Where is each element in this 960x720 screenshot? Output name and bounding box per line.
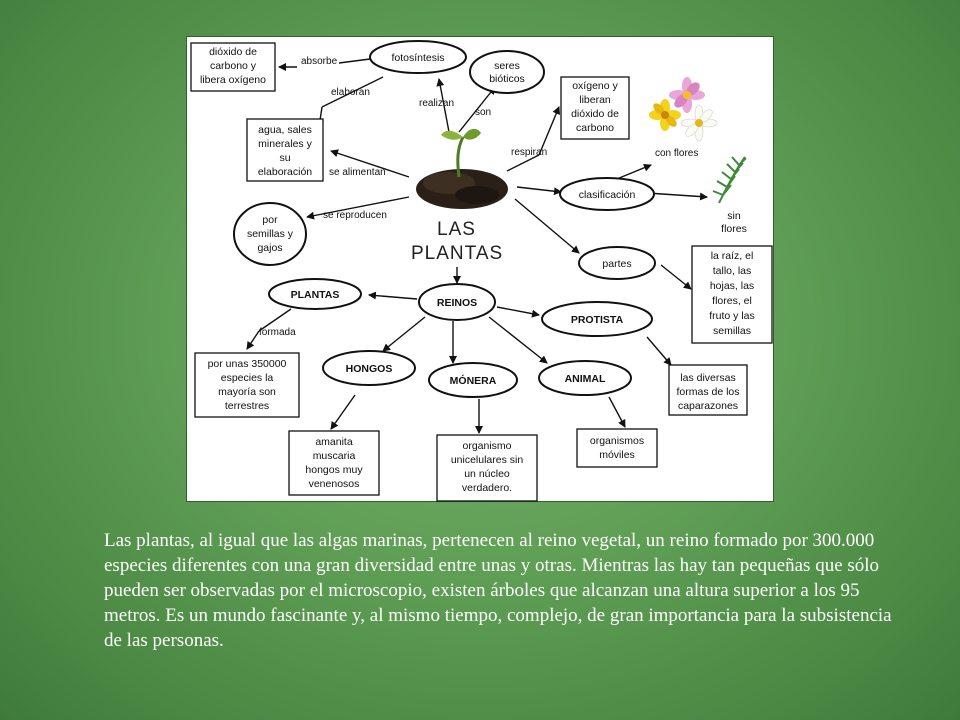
node-agua-line1: agua, sales [258, 124, 312, 136]
node-moviles-shape [576, 428, 658, 468]
node-agua-line4: elaboración [258, 166, 312, 178]
connector-lines [246, 58, 708, 434]
node-caparazones-shape [668, 364, 748, 416]
node-plantas-reino-shape [268, 278, 362, 310]
node-sinflores-line2: flores [721, 223, 747, 235]
node-protista-shape [541, 301, 653, 337]
node-dioxido-line3: libera oxígeno [200, 74, 266, 86]
link-se-alimentan: se alimentan [329, 167, 386, 178]
node-protista: PROTISTA [571, 314, 624, 326]
node-partes-list-line2: tallo, las [713, 265, 752, 277]
node-dioxido-line2: carbono y [210, 60, 257, 72]
node-hongos-shape [322, 350, 416, 386]
node-semillas-line1: por [262, 214, 278, 226]
node-fotosintesis: fotosíntesis [391, 52, 444, 64]
link-formada: formada [259, 327, 296, 338]
node-clasificacion-shape [559, 177, 655, 211]
node-partes: partes [602, 258, 631, 270]
node-dioxido-shape [190, 42, 276, 92]
node-animal: ANIMAL [565, 373, 606, 385]
node-amanita-shape [288, 430, 380, 496]
node-sinflores-line1: sin [727, 210, 741, 222]
node-amanita-line2: muscaria [313, 450, 356, 462]
node-monera-shape [428, 362, 518, 398]
node-formada-line2: especies la [221, 372, 274, 384]
node-organismo-line3: un núcleo [464, 468, 510, 480]
link-elaboran: elaboran [331, 87, 370, 98]
node-oxigeno-line3: dióxido de [571, 108, 619, 120]
node-agua-shape [246, 118, 324, 182]
node-seres-line1: seres [494, 60, 520, 72]
node-agua-line3: su [279, 152, 290, 164]
node-seres-shape [469, 50, 545, 94]
node-oxigeno-line1: oxígeno y [572, 80, 618, 92]
node-organismo-line2: unicelulares sin [451, 454, 524, 466]
node-partes-list-line6: semillas [713, 325, 751, 337]
node-partes-list-shape [691, 245, 773, 344]
fern-illustration [712, 156, 747, 204]
node-seres-line2: bióticos [489, 73, 525, 85]
node-caparazones-line3: caparazones [678, 400, 738, 412]
node-plantas-reino: PLANTAS [291, 289, 340, 301]
node-fotosintesis-shape [369, 40, 467, 74]
flowers-illustration [649, 77, 718, 142]
node-formada-line1: por unas 350000 [208, 358, 287, 370]
node-reinos-shape [418, 283, 496, 321]
concept-map: absorbe elaboran realizan son respiran s… [186, 36, 774, 502]
node-organismo-line1: organismo [462, 440, 511, 452]
node-organismo-line4: verdadero. [462, 482, 512, 494]
node-semillas-line3: gajos [257, 242, 282, 254]
node-moviles-line2: móviles [599, 449, 635, 461]
link-absorbe: absorbe [301, 56, 338, 67]
node-oxigeno-line2: liberan [579, 94, 611, 106]
node-partes-list-line5: fruto y las [709, 310, 755, 322]
node-partes-list-line1: la raíz, el [711, 250, 754, 262]
node-caparazones-line1: las diversas [680, 372, 735, 384]
node-partes-list-line4: flores, el [712, 295, 752, 307]
node-semillas-line2: semillas y [247, 228, 294, 240]
node-organismo-shape [436, 434, 538, 502]
node-reinos: REINOS [437, 297, 477, 309]
diagram-title-line2: PLANTAS [411, 243, 503, 264]
node-semillas-shape [233, 202, 307, 266]
link-son: son [475, 107, 491, 118]
diagram-title-line1: LAS [437, 219, 476, 240]
link-con-flores: con flores [655, 148, 698, 159]
node-agua-line2: minerales y [258, 138, 312, 150]
concept-map-svg: absorbe elaboran realizan son respiran s… [190, 40, 773, 502]
node-caparazones-line2: formas de los [676, 386, 739, 398]
node-oxigeno-line4: carbono [576, 122, 614, 134]
node-animal-shape [538, 360, 632, 396]
node-moviles-line1: organismos [590, 435, 644, 447]
node-amanita-line3: hongos muy [305, 464, 363, 476]
link-respiran: respiran [511, 147, 547, 158]
caption-paragraph: Las plantas, al igual que las algas mari… [104, 530, 892, 651]
link-se-reproducen: se reproducen [323, 210, 387, 221]
node-formada-line4: terrestres [225, 400, 269, 412]
node-hongos: HONGOS [346, 363, 393, 375]
node-oxigeno-shape [560, 76, 630, 140]
node-amanita-line1: amanita [315, 436, 353, 448]
node-dioxido-line1: dióxido de [209, 46, 257, 58]
node-amanita-line4: venenosos [309, 478, 360, 490]
node-partes-list-line3: hojas, las [710, 280, 754, 292]
link-realizan: realizan [419, 98, 454, 109]
sprout-illustration [416, 128, 508, 209]
node-formada-line3: mayoría son [218, 386, 276, 398]
node-monera: MÓNERA [450, 374, 497, 387]
node-partes-shape [578, 246, 656, 280]
node-clasificacion: clasificación [579, 189, 636, 201]
node-formada-box-shape [194, 352, 300, 418]
